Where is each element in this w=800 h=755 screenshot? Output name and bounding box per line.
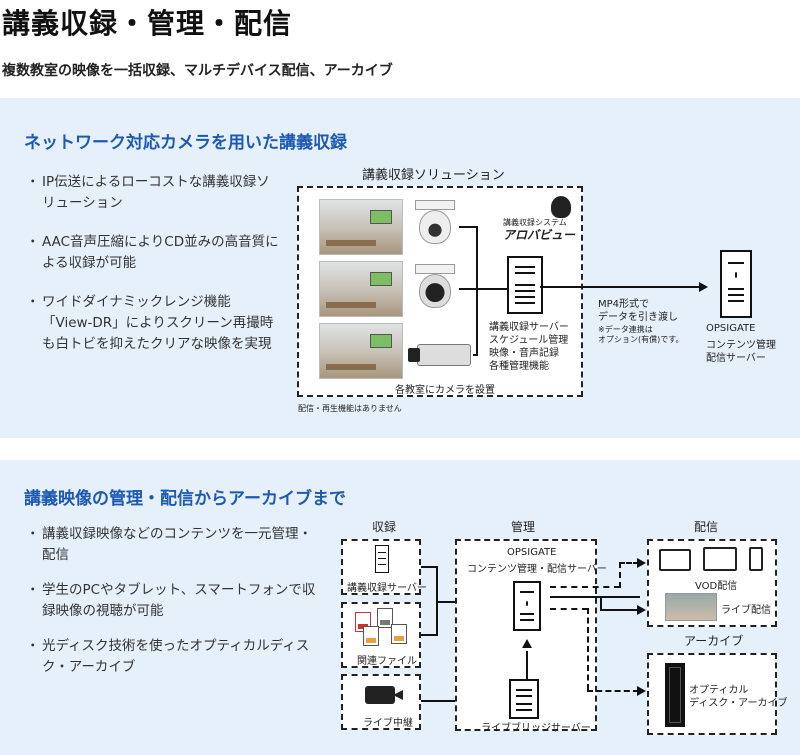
recording-server-box: 講義収録サーバー <box>341 539 427 595</box>
live-relay-box: ライブ中継 <box>341 674 421 730</box>
list-item: AAC音声圧縮によりCD並みの高音質による収録が可能 <box>26 232 280 274</box>
ptz-camera-icon <box>415 264 455 314</box>
server-feature: スケジュール管理 <box>489 335 569 346</box>
opsigate-name: OPSIGATE <box>706 323 756 334</box>
live-delivery-arrow <box>600 609 640 611</box>
bridge-server-icon <box>509 679 539 719</box>
recording-section-title: ネットワーク対応カメラを用いた講義収録 <box>24 133 347 153</box>
page-title: 講義収録・管理・配信 <box>2 7 293 40</box>
transfer-arrow <box>540 286 700 288</box>
smartphone-icon <box>749 547 763 571</box>
classroom-photo <box>319 323 403 379</box>
server-icon <box>375 545 389 573</box>
list-item: 学生のPCやタブレット、スマートフォンで収録映像の視聴が可能 <box>26 580 320 622</box>
column-record: 収録 <box>372 520 397 534</box>
archive-rack-icon <box>665 663 685 727</box>
tablet-icon <box>659 549 691 571</box>
archive-arrow <box>587 690 639 692</box>
server-feature: 各種管理機能 <box>489 361 549 372</box>
server-feature: 映像・音声記録 <box>489 348 559 359</box>
column-archive: アーカイブ <box>684 634 744 648</box>
list-item: IP伝送によるローコストな講義収録ソリューション <box>26 172 280 214</box>
system-logo-name: アロバビュー <box>503 228 576 242</box>
solution-box-title: 講義収録ソリューション <box>362 168 505 183</box>
dome-camera-icon <box>415 200 455 250</box>
related-files-label: 関連ファイル <box>357 656 417 667</box>
live-relay-label: ライブ中継 <box>363 718 413 729</box>
transfer-label: データを引き渡し <box>598 312 678 323</box>
system-logo-caption: 講義収録システム <box>503 218 567 227</box>
opsigate-server-icon <box>720 250 752 318</box>
list-item: ワイドダイナミックレンジ機能「View-DR」によりスクリーン再撮時も白トビを抑… <box>26 292 280 355</box>
opsigate-role: コンテンツ管理・配信サーバー <box>467 564 607 575</box>
video-camera-icon <box>365 686 395 704</box>
recording-section: ネットワーク対応カメラを用いた講義収録 IP伝送によるローコストな講義収録ソリュ… <box>0 98 800 438</box>
live-delivery-label: ライブ配信 <box>721 605 771 616</box>
archive-box: オプティカル ディスク・アーカイブ <box>647 653 788 735</box>
box-camera-icon <box>408 344 471 366</box>
column-manage: 管理 <box>511 520 536 534</box>
mascot-icon <box>551 196 571 218</box>
option-note: ※データ連携は <box>598 325 653 334</box>
list-item: 光ディスク技術を使ったオプティカルディスク・アーカイブ <box>26 636 320 678</box>
recording-server-icon <box>507 256 543 314</box>
document-file-icon <box>377 608 393 628</box>
management-section-title: 講義映像の管理・配信からアーカイブまで <box>24 489 346 509</box>
opsigate-role: 配信サーバー <box>706 353 766 364</box>
lecture-photo <box>665 593 717 621</box>
opsigate-role: コンテンツ管理 <box>706 340 776 351</box>
delivery-box: VOD配信 ライブ配信 <box>647 539 777 627</box>
monitor-icon <box>703 547 737 571</box>
related-files-box: 関連ファイル <box>341 602 421 668</box>
recording-solution-box: 講義収録システム アロバビュー 講義収録サーバー スケジュール管理 映像・音声記… <box>297 186 583 397</box>
transfer-label: MP4形式で <box>598 299 650 310</box>
footnote: 配信・再生機能はありません <box>298 404 402 413</box>
bridge-server-label: ライブブリッジサーバー <box>481 723 591 734</box>
option-note: オプション(有償)です。 <box>598 335 684 344</box>
management-section: 講義映像の管理・配信からアーカイブまで 講義収録映像などのコンテンツを一元管理・… <box>0 460 800 755</box>
classroom-photo <box>319 261 403 317</box>
presentation-file-icon <box>363 626 379 646</box>
management-feature-list: 講義収録映像などのコンテンツを一元管理・配信 学生のPCやタブレット、スマートフ… <box>26 524 320 692</box>
recording-server-label: 講義収録サーバー <box>489 322 569 333</box>
archive-label: ディスク・アーカイブ <box>689 698 788 709</box>
management-box: OPSIGATE コンテンツ管理・配信サーバー ライブブリッジサーバー <box>455 539 607 734</box>
archive-label: オプティカル <box>689 685 749 696</box>
opsigate-server-icon <box>513 581 541 631</box>
list-item: 講義収録映像などのコンテンツを一元管理・配信 <box>26 524 320 566</box>
presentation-file-icon <box>391 624 407 644</box>
recording-server-label: 講義収録サーバー <box>347 583 427 594</box>
classroom-photo <box>319 199 403 255</box>
page-subtitle: 複数教室の映像を一括収録、マルチデバイス配信、アーカイブ <box>2 63 393 79</box>
column-deliver: 配信 <box>694 520 719 534</box>
vod-delivery-label: VOD配信 <box>695 581 738 592</box>
opsigate-name: OPSIGATE <box>507 547 557 558</box>
recording-feature-list: IP伝送によるローコストな講義収録ソリューション AAC音声圧縮によりCD並みの… <box>26 172 280 373</box>
camera-note: 各教室にカメラを設置 <box>395 385 495 396</box>
